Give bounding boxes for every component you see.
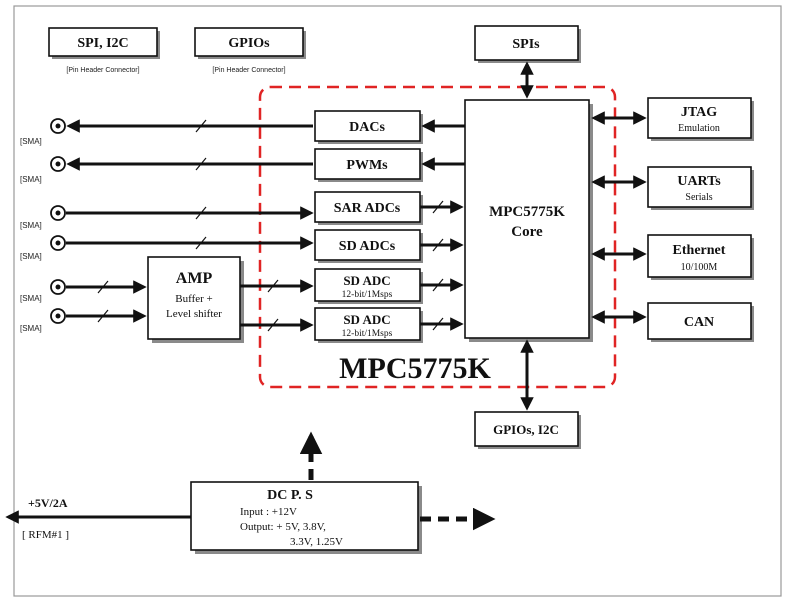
sar-adcs-label: SAR ADCs	[334, 201, 401, 216]
uarts-label: UARTs	[677, 174, 721, 189]
outer-frame	[13, 5, 782, 597]
sd-adc-2-sublabel: 12-bit/1Msps	[342, 329, 393, 339]
ethernet-block: Ethernet 10/100M	[647, 234, 754, 280]
jtag-block: JTAG Emulation	[647, 97, 754, 141]
amp-line-1: Buffer +	[175, 293, 212, 305]
power-supply-block: DC P. S Input : +12V Output: + 5V, 3.8V,…	[190, 481, 422, 554]
spi-i2c-header: SPI, I2C [Pin Header Connector]	[48, 27, 160, 74]
dacs-block: DACs	[314, 110, 423, 144]
core-internal-lines	[420, 119, 465, 331]
sd-adc-block-1: SD ADC 12-bit/1Msps	[314, 268, 423, 304]
sma-connector-1: [SMA]	[20, 118, 66, 146]
sma-label: [SMA]	[20, 175, 42, 184]
signal-lines-left	[66, 119, 314, 332]
gpios-i2c-label: GPIOs, I2C	[493, 422, 559, 437]
sma-label: [SMA]	[20, 221, 42, 230]
sma-connector-3: [SMA]	[20, 205, 66, 230]
power-lines: +5V/2A [ RFM#1 ]	[5, 431, 496, 541]
core-block: MPC5775K Core	[464, 99, 593, 342]
spis-label: SPIs	[512, 37, 540, 52]
sma-label: [SMA]	[20, 324, 42, 333]
jtag-sublabel: Emulation	[678, 123, 720, 134]
power-input: Input : +12V	[240, 506, 297, 518]
spi-i2c-note: [Pin Header Connector]	[66, 67, 139, 74]
sd-adcs-label: SD ADCs	[339, 239, 396, 254]
sma-connector-4: [SMA]	[20, 235, 66, 261]
sd-adc-2-label: SD ADC	[343, 312, 390, 327]
spis-block: SPIs	[474, 25, 581, 63]
core-label-1: MPC5775K	[489, 204, 565, 220]
sma-connector-6: [SMA]	[20, 308, 66, 333]
sma-connector-5: [SMA]	[20, 279, 66, 303]
power-supply-label: +5V/2A	[28, 496, 68, 510]
pwms-label: PWMs	[346, 158, 388, 173]
power-output-2: 3.3V, 1.25V	[290, 536, 343, 548]
sd-adc-block-2: SD ADC 12-bit/1Msps	[314, 307, 423, 343]
gpios-label: GPIOs	[228, 36, 270, 51]
power-output-1: Output: + 5V, 3.8V,	[240, 521, 326, 533]
power-title: DC P. S	[267, 488, 313, 503]
sma-label: [SMA]	[20, 137, 42, 146]
core-label-2: Core	[511, 224, 543, 240]
gpios-note: [Pin Header Connector]	[212, 67, 285, 74]
sma-label: [SMA]	[20, 252, 42, 261]
sd-adcs-block: SD ADCs	[314, 229, 423, 263]
sd-adc-1-label: SD ADC	[343, 273, 390, 288]
can-label: CAN	[684, 315, 714, 330]
ethernet-sublabel: 10/100M	[681, 262, 718, 273]
ethernet-label: Ethernet	[673, 243, 726, 258]
amp-line-2: Level shifter	[166, 308, 222, 320]
amp-title: AMP	[176, 270, 213, 287]
sd-adc-1-sublabel: 12-bit/1Msps	[342, 290, 393, 300]
rfm-connector-label: [ RFM#1 ]	[22, 529, 69, 541]
sma-connector-2: [SMA]	[20, 156, 66, 184]
pwms-block: PWMs	[314, 148, 423, 182]
dacs-label: DACs	[349, 120, 385, 135]
sma-label: [SMA]	[20, 294, 42, 303]
jtag-label: JTAG	[681, 105, 717, 120]
core-peripheral-links	[520, 61, 647, 411]
gpios-i2c-block: GPIOs, I2C	[474, 411, 581, 449]
sar-adcs-block: SAR ADCs	[314, 191, 423, 225]
can-block: CAN	[647, 302, 754, 342]
uarts-block: UARTs Serials	[647, 166, 754, 210]
chip-label: MPC5775K	[339, 352, 491, 385]
gpios-header: GPIOs [Pin Header Connector]	[194, 27, 306, 74]
spi-i2c-label: SPI, I2C	[77, 36, 128, 51]
amp-block: AMP Buffer + Level shifter	[147, 256, 244, 343]
uarts-sublabel: Serials	[685, 192, 712, 203]
